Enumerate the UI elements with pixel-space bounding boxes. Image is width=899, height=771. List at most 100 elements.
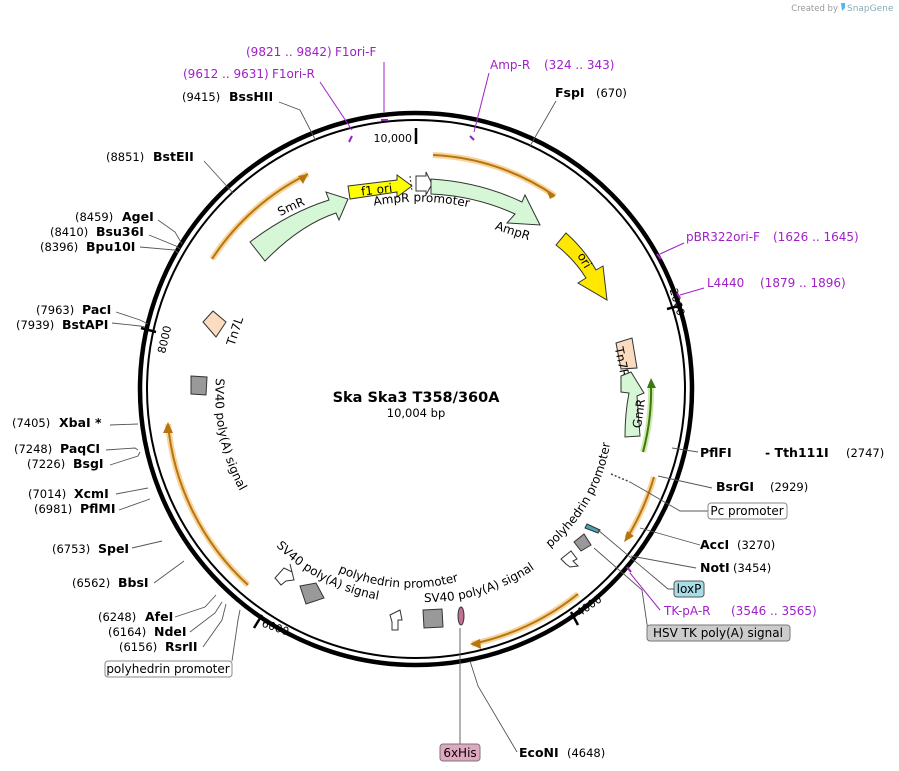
svg-text:(3270): (3270) xyxy=(737,538,775,552)
svg-text:PflMI: PflMI xyxy=(80,501,116,516)
sv40-box-left xyxy=(190,375,208,396)
svg-text:AfeI: AfeI xyxy=(145,609,173,624)
plasmid-length: 10,004 bp xyxy=(387,406,446,420)
site-bpu10i: (8396) Bpu10I xyxy=(40,239,135,254)
svg-text:(8396): (8396) xyxy=(40,240,78,254)
gmr-arc xyxy=(640,378,656,453)
site-ndei: (6164) NdeI xyxy=(108,624,187,639)
svg-text:AccI: AccI xyxy=(700,537,729,552)
svg-text:Pc promoter: Pc promoter xyxy=(710,504,783,518)
svg-text:PflFI: PflFI xyxy=(700,445,732,460)
svg-text:TK-pA-R: TK-pA-R xyxy=(663,604,711,618)
svg-text:(1879 .. 1896): (1879 .. 1896) xyxy=(760,276,846,290)
orf-arc-right xyxy=(624,476,657,540)
svg-text:(6981): (6981) xyxy=(34,502,72,516)
smr-feature: SmR xyxy=(249,191,349,262)
svg-text:(1626 .. 1645): (1626 .. 1645) xyxy=(773,230,859,244)
polyhedrin-box: polyhedrin promoter xyxy=(104,609,241,678)
primer-pbr322ori-f: pBR322ori-F (1626 .. 1645) xyxy=(686,230,859,244)
svg-text:(7248): (7248) xyxy=(14,442,52,456)
svg-text:Tn7L: Tn7L xyxy=(223,315,246,348)
svg-text:(7405): (7405) xyxy=(12,416,50,430)
polyhedrin-arrow-right xyxy=(560,550,580,568)
site-xbai: (7405) XbaI * xyxy=(12,415,102,430)
svg-text:BsgI: BsgI xyxy=(73,456,104,471)
tn7r-feature: Tn7R xyxy=(612,337,638,379)
svg-text:XbaI *: XbaI * xyxy=(59,415,102,430)
svg-text:BbsI: BbsI xyxy=(118,575,149,590)
svg-text:- Tth111I: - Tth111I xyxy=(765,445,829,460)
his-mark xyxy=(457,606,465,626)
svg-text:NdeI: NdeI xyxy=(154,624,187,639)
site-spei: (6753) SpeI xyxy=(52,541,129,556)
svg-text:XcmI: XcmI xyxy=(74,486,109,501)
svg-text:(9415): (9415) xyxy=(182,90,220,104)
svg-text:F1ori-F: F1ori-F xyxy=(335,45,376,59)
svg-text:BstEII: BstEII xyxy=(153,149,194,164)
svg-text:(7939): (7939) xyxy=(16,318,54,332)
sv40-left-label: SV40 poly(A) signal xyxy=(212,378,250,493)
svg-text:(2929): (2929) xyxy=(770,480,808,494)
sv40-box-bottom xyxy=(422,608,444,629)
sv40-box-right xyxy=(573,533,592,552)
site-agei: (8459) AgeI xyxy=(75,209,154,224)
svg-text:PaqCI: PaqCI xyxy=(60,441,100,456)
site-acci: AccI (3270) xyxy=(700,537,775,552)
svg-text:(7014): (7014) xyxy=(28,487,66,501)
primer-marks xyxy=(348,119,681,573)
svg-text:HSV TK poly(A) signal: HSV TK poly(A) signal xyxy=(653,626,783,640)
loxp-mark xyxy=(584,523,601,534)
svg-text:BsrGI: BsrGI xyxy=(716,479,754,494)
svg-text:RsrII: RsrII xyxy=(165,639,198,654)
svg-text:(6248): (6248) xyxy=(98,610,136,624)
site-noti: NotI (3454) xyxy=(700,560,771,575)
his-box: 6xHis xyxy=(439,628,481,762)
site-paqci: (7248) PaqCI xyxy=(14,441,100,456)
site-bsrgi: BsrGI (2929) xyxy=(716,479,808,494)
svg-text:NotI: NotI xyxy=(700,560,730,575)
svg-text:pBR322ori-F: pBR322ori-F xyxy=(686,230,760,244)
site-pflmi: (6981) PflMI xyxy=(34,501,116,516)
polyhedrin-arrow-bottom xyxy=(389,609,403,631)
site-leaders xyxy=(105,100,713,753)
svg-text:Bsu36I: Bsu36I xyxy=(96,224,144,239)
svg-text:Tn7R: Tn7R xyxy=(612,345,632,379)
site-bstapi: (7939) BstAPI xyxy=(16,317,108,332)
svg-text:(6753): (6753) xyxy=(52,542,90,556)
site-rsrii: (6156) RsrII xyxy=(119,639,198,654)
svg-text:(6156): (6156) xyxy=(119,640,157,654)
polyhedrin-arrow-left xyxy=(274,563,295,586)
primer-amp-r: Amp-R (324 .. 343) xyxy=(490,58,614,72)
svg-text:BstAPI: BstAPI xyxy=(62,317,108,332)
primer-leaders xyxy=(319,62,705,611)
primer-tk-pa-r: TK-pA-R (3546 .. 3565) xyxy=(663,604,817,618)
site-pflfi-tth111i: PflFI - Tth111I (2747) xyxy=(700,445,884,460)
site-afei: (6248) AfeI xyxy=(98,609,173,624)
svg-text:(3546 .. 3565): (3546 .. 3565) xyxy=(731,604,817,618)
svg-text:L4440: L4440 xyxy=(707,276,744,290)
gmr-feature: GmR xyxy=(620,371,648,438)
svg-text:Amp-R: Amp-R xyxy=(490,58,530,72)
svg-text:(6164): (6164) xyxy=(108,625,146,639)
orf-arc-bottom xyxy=(471,591,580,647)
loxp-box: loxP xyxy=(597,529,705,598)
svg-text:(2747): (2747) xyxy=(846,446,884,460)
svg-text:polyhedrin promoter: polyhedrin promoter xyxy=(106,662,229,676)
svg-text:BssHII: BssHII xyxy=(229,89,273,104)
site-bsteii: (8851) BstEII xyxy=(106,149,194,164)
f1ori-feature: f1 ori xyxy=(347,174,413,200)
svg-text:(7226): (7226) xyxy=(27,457,65,471)
pc-promoter-mark xyxy=(610,473,631,483)
created-by-text: Created by xyxy=(791,4,838,14)
plasmid-backbone xyxy=(137,110,695,668)
site-paci: (7963) PacI xyxy=(36,302,111,317)
svg-text:(9821 .. 9842): (9821 .. 9842) xyxy=(246,45,332,59)
svg-text:SpeI: SpeI xyxy=(98,541,129,556)
snapgene-logo-text: SnapGene xyxy=(847,4,894,14)
site-bsgi: (7226) BsgI xyxy=(27,456,104,471)
tick-10000: 10,000 xyxy=(374,128,418,145)
sv40-box-bottom-left xyxy=(299,582,325,605)
primer-l4440: L4440 (1879 .. 1896) xyxy=(707,276,846,290)
pc-promoter-box: Pc promoter xyxy=(629,481,788,520)
